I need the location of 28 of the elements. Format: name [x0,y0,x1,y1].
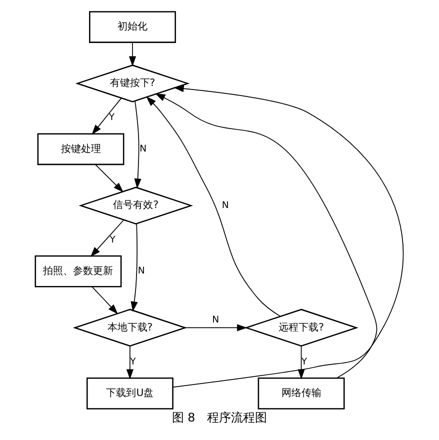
arrow [128,42,136,66]
edge-label: N [140,144,147,155]
arrow [130,223,138,312]
edge-label: N [222,200,229,211]
arrow [95,164,124,192]
node-box: 拍照、参数更新 [34,255,122,288]
arrow [155,93,378,378]
node-diamond: 远程下载? [244,308,358,347]
caption: 图 8 程序流程图 [172,410,268,425]
arrow [172,85,404,388]
arrow [92,286,118,314]
node-diamond: 本地下载? [72,308,188,347]
arrow [184,324,248,332]
node-box: 下载到U盘 [86,378,174,410]
edge-label: N [212,314,220,326]
node-box: 网络传输 [258,378,345,410]
node-diamond: 信号有效? [78,186,194,224]
arrow [134,100,142,189]
edge-label: Y [108,112,115,124]
edge-label: Y [110,234,116,246]
node-box: 初始化 [89,11,176,43]
arrow [90,220,124,257]
edge-label: N [138,266,145,277]
arrow [146,96,281,317]
node-box: 按键处理 [37,133,124,166]
edge-label: Y [301,356,308,368]
arrow [298,346,305,380]
arrow [92,98,122,135]
